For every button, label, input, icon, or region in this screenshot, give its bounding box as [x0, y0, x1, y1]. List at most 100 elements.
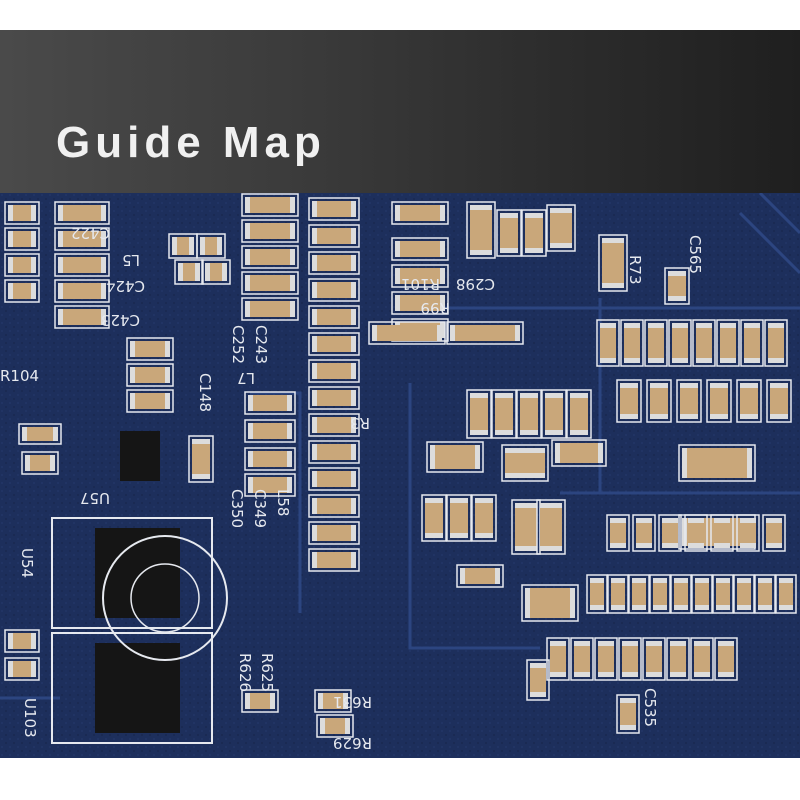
silkscreen-label: U54	[18, 548, 36, 578]
smd-part	[174, 259, 204, 285]
smd-part	[368, 321, 446, 345]
smd-part	[646, 379, 672, 423]
smd-part	[712, 574, 734, 614]
smd-part	[664, 267, 690, 305]
smd-part	[446, 494, 472, 542]
smd-part	[586, 574, 608, 614]
smd-part	[736, 379, 762, 423]
smd-part	[308, 467, 360, 491]
smd-part	[628, 574, 650, 614]
smd-part	[308, 386, 360, 410]
smd-part	[244, 391, 296, 415]
smd-part	[632, 514, 656, 552]
smd-part	[18, 423, 62, 445]
silkscreen-label: C148	[196, 373, 214, 412]
smd-part	[536, 499, 566, 555]
smd-part	[126, 363, 174, 387]
silkscreen-label: C423	[101, 311, 140, 329]
smd-part	[466, 201, 496, 259]
smd-part	[126, 337, 174, 361]
smd-part	[241, 271, 299, 295]
smd-part	[733, 574, 755, 614]
smd-part	[308, 251, 360, 275]
silkscreen-label: R73	[626, 255, 644, 285]
smd-part	[244, 447, 296, 471]
smd-part	[308, 440, 360, 464]
smd-part	[710, 514, 734, 552]
silkscreen-label: R629	[333, 734, 372, 752]
smd-part	[775, 574, 797, 614]
smd-part	[546, 637, 570, 681]
smd-part	[644, 319, 668, 367]
silkscreen-label: C243	[252, 325, 270, 364]
smd-part	[308, 278, 360, 302]
smd-part	[314, 689, 352, 713]
silkscreen-label: C350	[228, 489, 246, 528]
smd-part	[456, 564, 504, 588]
smd-part	[391, 291, 449, 315]
smd-part	[491, 389, 517, 439]
smd-part	[54, 305, 110, 329]
smd-part	[196, 233, 226, 259]
smd-part	[241, 193, 299, 217]
smd-part	[762, 514, 786, 552]
fiducial-circle	[102, 535, 228, 661]
smd-part	[188, 435, 214, 483]
smd-part	[426, 441, 484, 473]
smd-part	[4, 279, 40, 303]
smd-part	[316, 714, 354, 738]
smd-part	[308, 197, 360, 221]
smd-part	[691, 574, 713, 614]
smd-part	[670, 574, 692, 614]
smd-part	[616, 379, 642, 423]
smd-part	[308, 305, 360, 329]
smd-part	[596, 319, 620, 367]
smd-part	[308, 521, 360, 545]
smd-part	[570, 637, 594, 681]
smd-part	[607, 574, 629, 614]
smd-part	[676, 379, 702, 423]
smd-part	[521, 209, 547, 257]
silkscreen-label: R3	[350, 414, 370, 432]
silkscreen-label: C422	[71, 224, 110, 242]
smd-part	[308, 359, 360, 383]
smd-part	[241, 219, 299, 243]
smd-part	[391, 264, 449, 288]
smd-part	[308, 413, 360, 437]
smd-part	[716, 319, 740, 367]
smd-part	[736, 514, 760, 552]
smd-part	[244, 419, 296, 443]
smd-part	[421, 494, 447, 542]
smd-part	[308, 548, 360, 572]
smd-part	[126, 389, 174, 413]
smd-part	[541, 389, 567, 439]
smd-part	[308, 332, 360, 356]
smd-part	[4, 227, 40, 251]
silkscreen-label: L5	[122, 251, 140, 269]
smd-part	[521, 584, 579, 622]
smd-part	[466, 389, 492, 439]
silkscreen-label: U57	[80, 489, 110, 507]
smd-part	[754, 574, 776, 614]
smd-part	[668, 319, 692, 367]
smd-part	[54, 253, 110, 277]
silkscreen-label: R101	[401, 275, 440, 293]
page-title: Guide Map	[56, 118, 326, 167]
silkscreen-label: C349	[251, 489, 269, 528]
silkscreen-label: R104	[0, 367, 39, 385]
silkscreen-label: C535	[641, 688, 659, 727]
smd-part	[620, 319, 644, 367]
smd-part	[546, 204, 576, 252]
silkscreen-label: R99	[420, 299, 450, 317]
smd-part	[4, 629, 40, 653]
smd-part	[642, 637, 666, 681]
smd-part	[678, 444, 756, 482]
smd-part	[241, 689, 279, 713]
smd-components	[4, 193, 797, 738]
smd-part	[308, 224, 360, 248]
silkscreen-label: C565	[686, 235, 704, 274]
smd-part	[4, 253, 40, 277]
